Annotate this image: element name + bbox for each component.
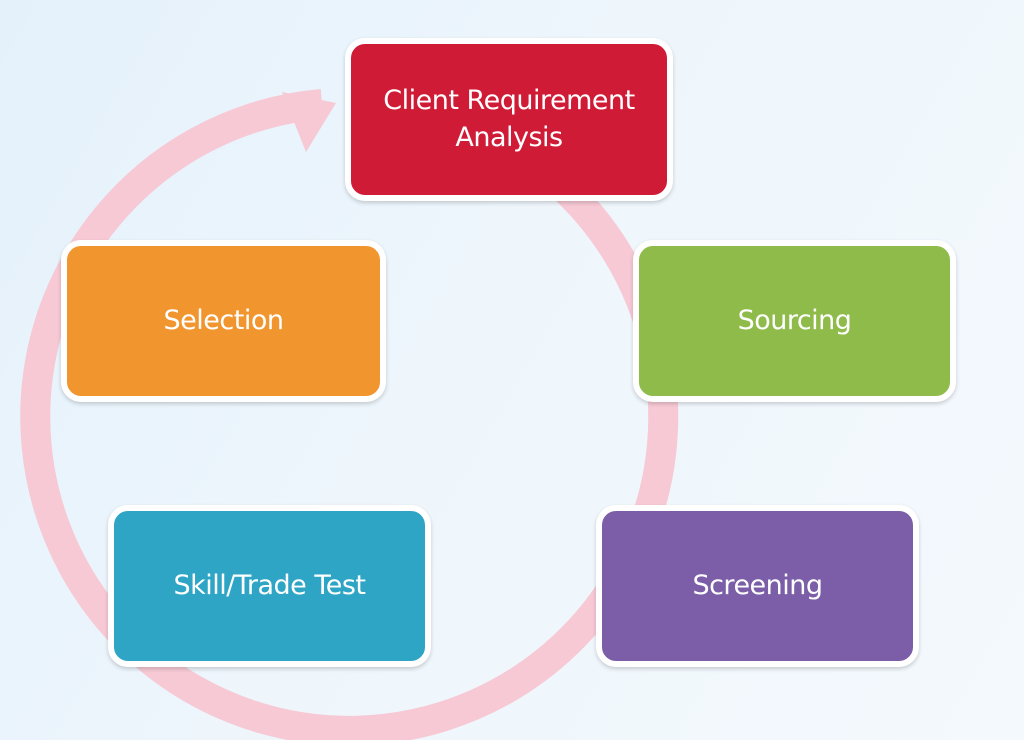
step-client-requirement-analysis: Client Requirement Analysis xyxy=(345,38,673,201)
step-screening: Screening xyxy=(596,505,919,667)
cycle-arrowhead-icon xyxy=(282,92,336,152)
step-label: Skill/Trade Test xyxy=(173,569,366,601)
step-label: Sourcing xyxy=(737,304,852,336)
step-label: Client Requirement Analysis xyxy=(383,85,635,153)
step-skill-trade-test: Skill/Trade Test xyxy=(108,505,431,667)
step-label: Screening xyxy=(692,569,823,601)
step-sourcing: Sourcing xyxy=(633,240,956,402)
step-selection: Selection xyxy=(61,240,386,402)
step-label: Selection xyxy=(163,304,284,336)
